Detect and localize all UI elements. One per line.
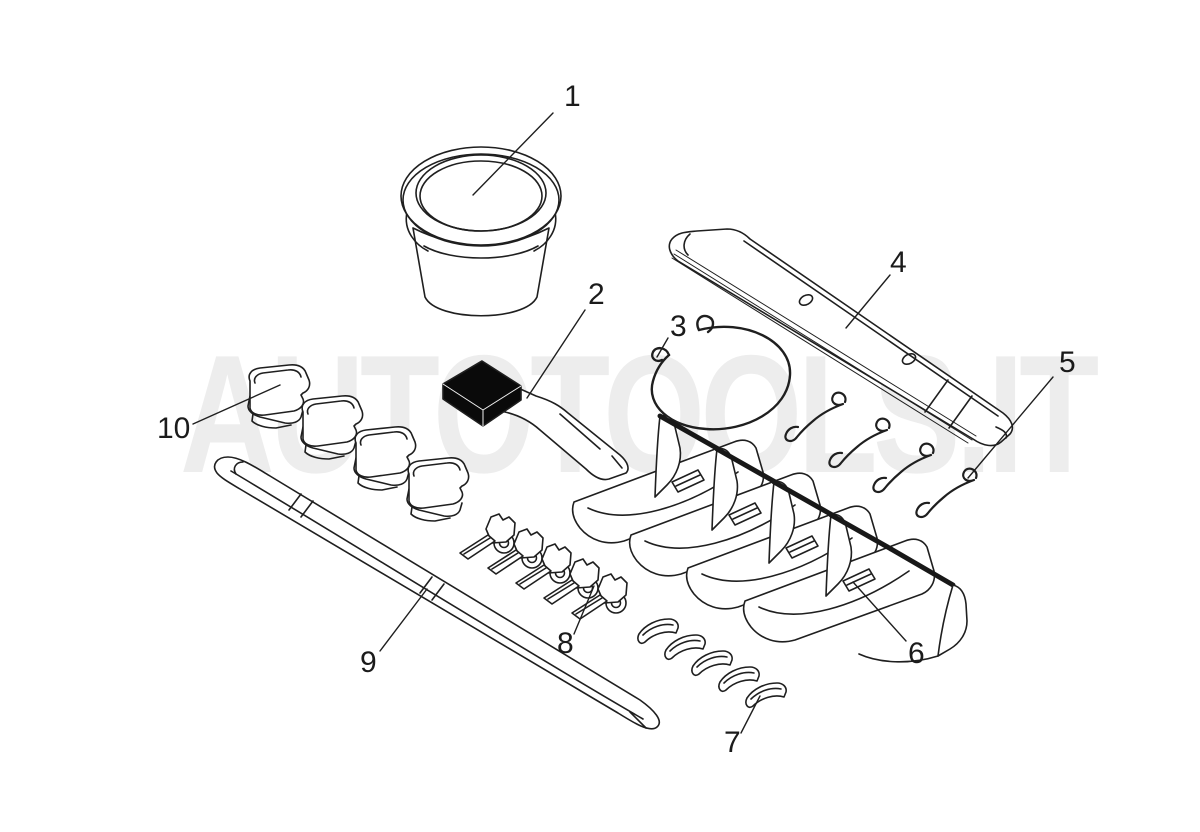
part-3-ring-drawing <box>650 314 792 431</box>
callout-label-2: 2 <box>588 278 605 311</box>
leader-line-9 <box>379 588 428 652</box>
callout-label-5: 5 <box>1059 346 1076 379</box>
callout-label-3: 3 <box>670 310 687 343</box>
callout-label-1: 1 <box>564 80 581 113</box>
part-7-shims-drawing <box>637 618 787 709</box>
part-4-bar-drawing <box>668 228 1014 447</box>
callout-label-9: 9 <box>360 646 377 679</box>
callout-label-6: 6 <box>908 637 925 670</box>
leader-line-1 <box>472 112 554 196</box>
leader-line-4 <box>845 274 891 329</box>
callout-label-8: 8 <box>557 627 574 660</box>
part-5-spring-clips-drawing <box>784 391 978 519</box>
leader-line-3 <box>656 337 669 358</box>
leader-line-10 <box>192 384 281 425</box>
part-10-blocks-drawing <box>247 364 470 522</box>
leader-lines <box>192 112 1054 734</box>
callout-label-10: 10 <box>157 412 191 445</box>
leader-line-6 <box>852 581 907 642</box>
leader-line-5 <box>967 376 1054 479</box>
callout-label-4: 4 <box>890 246 907 279</box>
leader-line-8 <box>573 585 595 635</box>
callout-label-7: 7 <box>724 726 741 759</box>
part-8-pins-drawing <box>459 513 628 620</box>
leader-line-2 <box>526 309 586 399</box>
part-2-brush-drawing <box>442 360 629 481</box>
part-1-grease-tub-drawing <box>400 146 562 317</box>
part-6-pads-drawing <box>571 413 968 663</box>
leader-line-7 <box>740 695 761 734</box>
part-9-strip-drawing <box>213 456 661 730</box>
